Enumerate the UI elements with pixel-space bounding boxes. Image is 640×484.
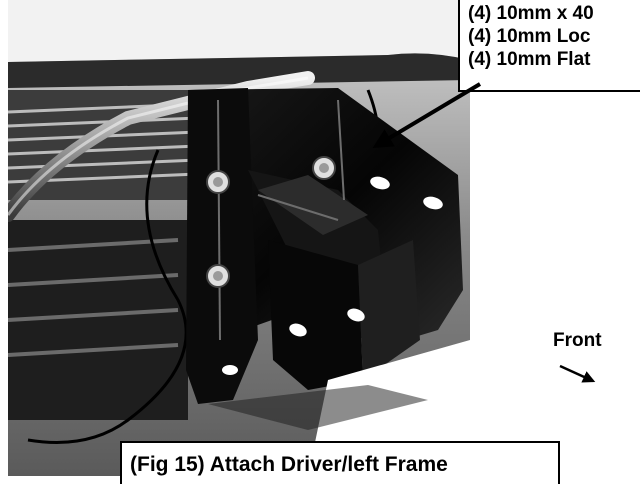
hardware-line-lock-washer: (4) 10mm Loc xyxy=(468,26,591,47)
front-direction-arrow xyxy=(559,364,596,383)
front-label: Front xyxy=(553,330,602,351)
bracket-photo xyxy=(8,0,470,476)
hardware-callout: (4) 10mm x 40 (4) 10mm Loc (4) 10mm Flat xyxy=(458,0,640,92)
hardware-line-bolt: (4) 10mm x 40 xyxy=(468,3,594,24)
figure-caption: (Fig 15) Attach Driver/left Frame xyxy=(120,441,560,484)
hardware-line-flat-washer: (4) 10mm Flat xyxy=(468,49,591,70)
